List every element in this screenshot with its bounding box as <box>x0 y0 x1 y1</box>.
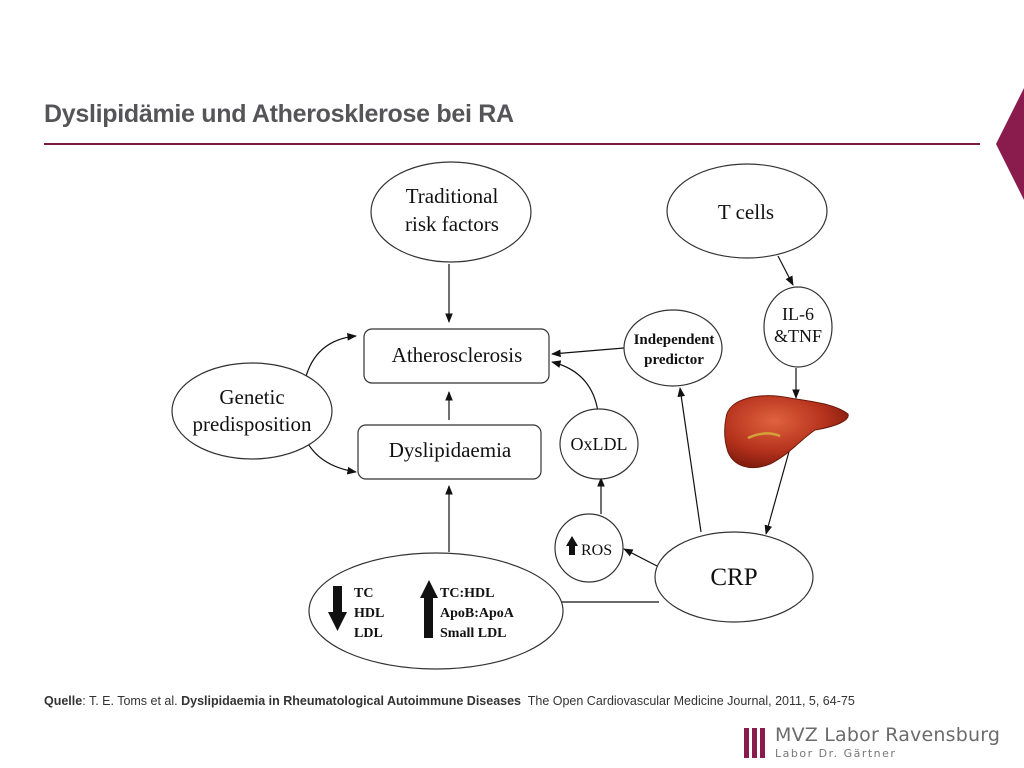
label-dyslipidaemia: Dyslipidaemia <box>389 438 512 462</box>
label-apob-apoa: ApoB:ApoA <box>440 606 515 621</box>
node-lipid-changes <box>308 552 564 670</box>
page-title: Dyslipidämie und Atherosklerose bei RA <box>44 100 514 128</box>
label-oxldl: OxLDL <box>571 434 628 454</box>
label-traditional-2: risk factors <box>405 212 499 236</box>
label-atherosclerosis: Atherosclerosis <box>392 343 523 367</box>
node-dyslipidaemia <box>357 424 542 480</box>
node-crp <box>654 531 814 623</box>
label-t-cells: T cells <box>718 200 774 224</box>
source-journal: The Open Cardiovascular Medicine Journal… <box>521 694 855 708</box>
logo-subtitle: Labor Dr. Gärtner <box>775 747 897 760</box>
label-tc: TC <box>354 586 373 601</box>
node-traditional-risk-factors <box>370 161 532 263</box>
label-predictor-1: Independent <box>634 332 715 348</box>
source-label: Quelle <box>44 694 83 708</box>
node-t-cells <box>666 163 828 259</box>
source-authors: : T. E. Toms et al. <box>82 694 182 708</box>
label-ros: ROS <box>581 542 612 559</box>
label-hdl: HDL <box>354 606 384 621</box>
node-ros <box>554 513 624 583</box>
ros-up-arrow-icon <box>566 536 578 555</box>
arrow-tcells-to-il6 <box>777 255 794 286</box>
source-article: Dyslipidaemia in Rheumatological Autoimm… <box>181 694 522 708</box>
logo-bars-icon <box>744 727 765 758</box>
node-independent-predictor <box>623 309 723 387</box>
label-genetic-1: Genetic <box>219 385 284 409</box>
arrow-genetic-to-atherosclerosis <box>304 333 357 381</box>
node-atherosclerosis <box>363 328 550 384</box>
liver-icon <box>724 395 849 468</box>
label-il6: IL-6 <box>782 304 814 324</box>
label-predictor-2: predictor <box>644 352 704 368</box>
down-arrow-icon <box>328 586 347 631</box>
node-il6-tnf <box>763 286 833 368</box>
arrow-oxldl-to-atherosclerosis <box>551 360 599 413</box>
label-tnf: &TNF <box>774 326 822 346</box>
arrow-crp-to-ros <box>623 548 658 567</box>
corner-accent <box>996 88 1024 200</box>
arrow-crp-to-predictor <box>677 387 702 533</box>
label-small-ldl: Small LDL <box>440 626 507 641</box>
label-genetic-2: predisposition <box>193 412 312 436</box>
node-oxldl <box>559 408 639 480</box>
label-tc-hdl: TC:HDL <box>440 586 494 601</box>
label-crp: CRP <box>710 564 757 591</box>
title-divider <box>44 143 980 145</box>
diagram: Traditional risk factors T cells Atheros… <box>171 161 849 670</box>
arrow-genetic-to-dyslipidaemia <box>304 437 357 475</box>
up-arrow-icon <box>420 580 438 638</box>
arrow-predictor-to-atherosclerosis <box>551 347 625 358</box>
connectors <box>304 255 800 606</box>
arrow-liver-to-crp <box>764 447 791 535</box>
company-logo: MVZ Labor Ravensburg Labor Dr. Gärtner <box>744 726 1000 759</box>
source-citation: Quelle: T. E. Toms et al. Dyslipidaemia … <box>44 694 855 708</box>
label-ldl: LDL <box>354 626 383 641</box>
logo-name: MVZ Labor Ravensburg <box>775 724 1001 746</box>
node-genetic-predisposition <box>171 362 333 460</box>
label-traditional-1: Traditional <box>406 184 499 208</box>
